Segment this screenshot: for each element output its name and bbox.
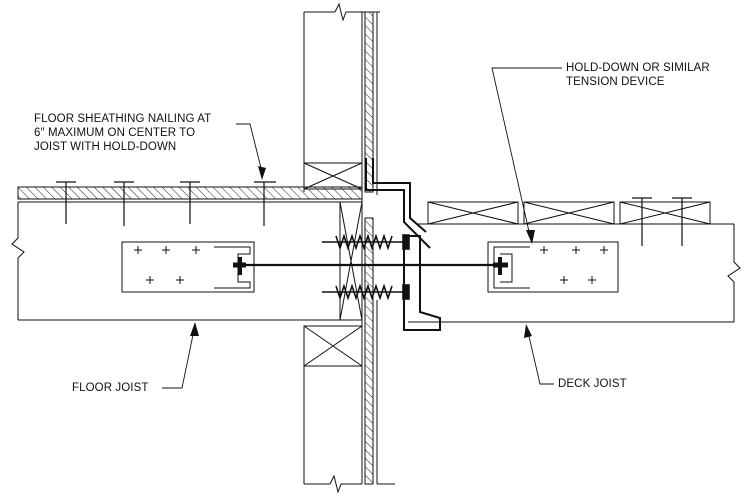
deck-joist-label: DECK JOIST (558, 378, 627, 390)
floor-joist-label: FLOOR JOIST (72, 382, 149, 394)
leader-lines (162, 67, 562, 389)
hold-down-label-line-1: HOLD-DOWN OR SIMILAR (566, 62, 710, 74)
lag-screws (322, 233, 410, 301)
sheathing-nailing-label-line-1: FLOOR SHEATHING NAILING AT (34, 113, 212, 125)
steel-bracket (365, 158, 441, 331)
wall (303, 2, 395, 494)
sheathing-nailing-label-line-2: 6″ MAXIMUM ON CENTER TO (34, 127, 196, 139)
sheathing-nails (56, 181, 276, 226)
hold-down-right (487, 241, 619, 293)
floor-joist (11, 202, 340, 321)
tension-rod (233, 257, 508, 275)
deck-joist (408, 201, 741, 323)
deck-nails (632, 197, 692, 246)
hold-down-label-line-2: TENSION DEVICE (566, 76, 665, 88)
sheathing-nailing-label-line-3: JOIST WITH HOLD-DOWN (34, 141, 177, 153)
